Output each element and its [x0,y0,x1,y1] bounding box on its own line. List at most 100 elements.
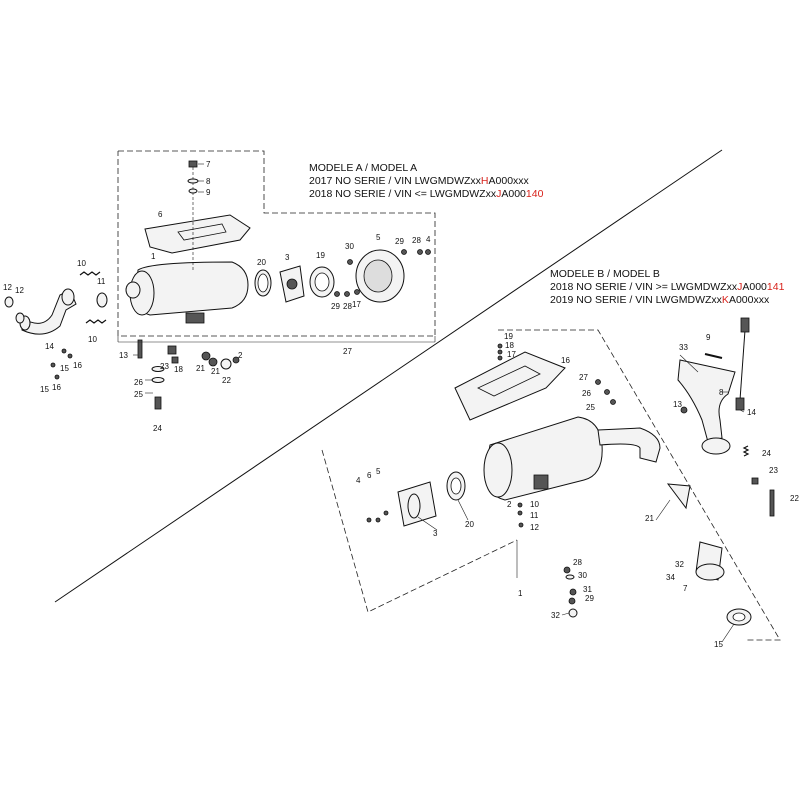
callout-b-10: 10 [530,500,539,509]
callout-a-27: 27 [343,347,352,356]
callout-b-13: 13 [673,400,682,409]
o2-sensor-14 [735,397,745,411]
muffler-b-end [483,442,513,498]
nut-17 [354,289,360,295]
callout-a-16-b: 16 [52,383,61,392]
gasket-15-hole [732,612,746,622]
callout-b-30: 30 [578,571,587,580]
callout-a-18: 18 [174,365,183,374]
spark-arrestor-19-inner [314,272,330,292]
callout-a-7: 7 [206,160,211,169]
heat-shield-16-window [477,365,541,397]
callout-a-26: 26 [134,378,143,387]
bolt-28 [563,566,571,574]
callout-b-20: 20 [465,520,474,529]
grommet-32 [568,608,578,618]
screw-27 [595,379,601,385]
model-a-vin-2017: 2017 NO SERIE / VIN LWGMDWZxxHA000xxx [309,175,529,187]
callout-b-2: 2 [507,500,512,509]
callout-a-24: 24 [153,424,162,433]
callout-b-19: 19 [504,332,513,341]
callout-a-10-bottom: 10 [88,335,97,344]
callout-a-4: 4 [426,235,431,244]
model-b-vin-2018: 2018 NO SERIE / VIN >= LWGMDWZxxJA000141 [550,281,785,293]
callout-a-14: 14 [45,342,54,351]
callout-a-28-top: 28 [412,236,421,245]
callout-a-8: 8 [206,177,211,186]
nut-23 [167,345,177,355]
callout-b-28: 28 [573,558,582,567]
callout-b-12: 12 [530,523,539,532]
nut-31 [569,588,577,596]
washer-28-top [417,249,423,255]
flange-b-3-port [407,493,421,519]
bolt-4 [425,249,431,255]
bolt-7-head [188,160,198,168]
callout-a-21-b: 21 [196,364,205,373]
callout-a-25: 25 [134,390,143,399]
callout-b-21: 21 [645,514,654,523]
bolt-4 [366,517,372,523]
callout-b-11: 11 [530,511,539,520]
grommet-9 [188,188,198,194]
gasket-20-hole [257,273,269,293]
bolt-15-b [54,374,60,380]
gasket-21 [666,483,691,510]
spring-10-bottom [85,319,107,324]
nut-13 [680,406,688,414]
callout-b-27: 27 [579,373,588,382]
washer-30 [565,574,575,580]
heat-shield-part [144,214,251,254]
washer-22 [220,358,232,370]
spring-10-top [79,271,101,276]
washer-28-bottom [344,291,350,297]
callout-a-23: 23 [160,362,169,371]
callout-b-31: 31 [583,585,592,594]
callout-b-4: 4 [356,476,361,485]
callout-b-16: 16 [561,356,570,365]
callout-b-15: 15 [714,640,723,649]
muffler-outlet-tip [125,281,141,299]
screw-29-top [401,249,407,255]
bolt-25 [610,399,616,405]
o2-sensor-wire [739,329,746,401]
callout-a-2: 2 [238,351,243,360]
callout-a-1: 1 [151,252,156,261]
o2-sensor-connector [740,317,750,333]
callout-b-23: 23 [769,466,778,475]
heat-shield-16 [454,351,566,421]
lead-b-32 [561,612,570,616]
callout-a-13: 13 [119,351,128,360]
callout-b-33: 33 [679,343,688,352]
stud-13 [137,339,143,359]
washer-5 [383,510,389,516]
callout-a-29-bottom: 29 [331,302,340,311]
callout-a-21-a: 21 [211,367,220,376]
callout-a-22: 22 [222,376,231,385]
bolt-24 [154,396,162,410]
nut-18 [171,356,179,364]
model-a-title: MODELE A / MODEL A [309,162,418,174]
nut-6 [375,517,381,523]
model-a-header: MODELE A / MODEL A 2017 NO SERIE / VIN L… [309,162,543,201]
callout-a-3: 3 [285,253,290,262]
callout-a-19: 19 [316,251,325,260]
washer-25 [151,377,165,383]
model-b-vin-2019: 2019 NO SERIE / VIN LWGMDWZxxKA000xxx [550,294,770,306]
muffler-b-bracket [533,474,549,490]
screw-30 [347,259,353,265]
model-b-callouts: 1 2 3 4 5 6 7 8 9 10 11 12 13 14 15 16 1… [356,332,799,649]
model-b-lower-dash [321,449,518,613]
lead-b-14 [739,409,745,413]
callout-a-15-b: 15 [40,385,49,394]
callout-b-25: 25 [586,403,595,412]
callout-b-32-right: 32 [675,560,684,569]
callout-b-7: 7 [683,584,688,593]
callout-b-8: 8 [719,388,724,397]
lead-b-15 [721,623,735,643]
washer-26 [604,389,610,395]
model-b-assembly [321,317,781,641]
washer-29 [568,597,576,605]
flange-3-port [286,278,298,290]
